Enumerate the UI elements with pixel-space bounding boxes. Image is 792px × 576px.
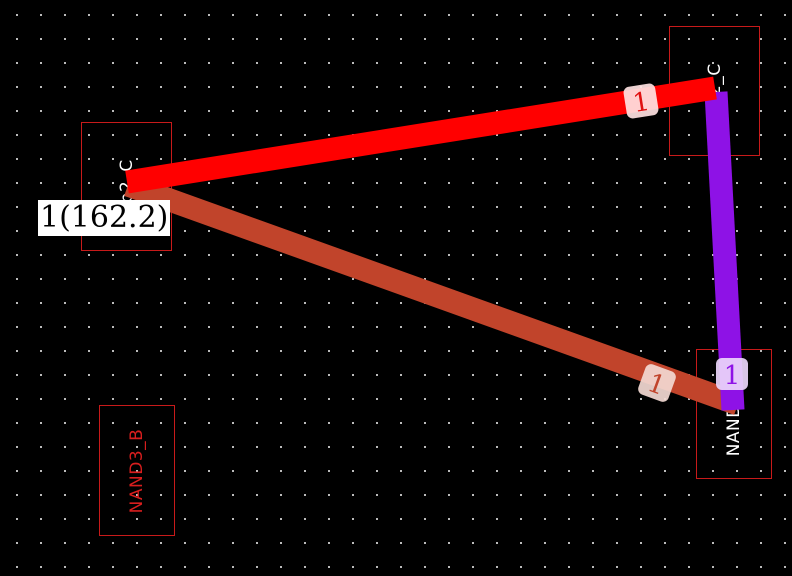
badge-top-wire-text: 1 <box>631 87 652 119</box>
wire-top[interactable] <box>125 76 717 194</box>
badge-vertical-wire[interactable]: 1 <box>716 358 748 391</box>
badge-top-wire[interactable]: 1 <box>623 83 660 121</box>
wire-vertical[interactable] <box>704 91 745 411</box>
badge-vertical-wire-text: 1 <box>724 361 741 391</box>
cell-box-bottom-left[interactable]: NAND3_B <box>99 405 175 536</box>
badge-diagonal-wire[interactable]: 1 <box>636 362 677 404</box>
wire-diagonal[interactable] <box>124 174 742 415</box>
selected-net-label: 1(162.2) <box>38 200 171 236</box>
